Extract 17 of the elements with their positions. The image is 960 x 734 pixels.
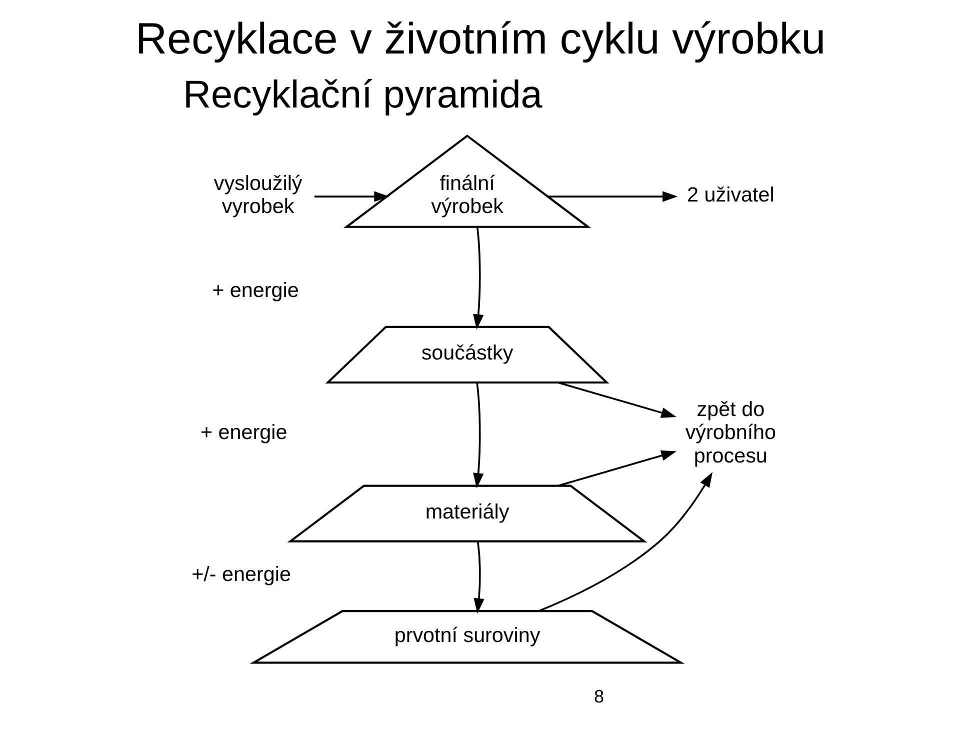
arrow xyxy=(472,382,484,488)
node-text: vysloužilý vyrobek xyxy=(213,172,302,218)
node-text: zpět do výrobního procesu xyxy=(684,398,776,468)
arrow xyxy=(558,382,676,418)
node-text: 2 uživatel xyxy=(686,183,774,206)
label: + energie xyxy=(200,421,287,444)
label: 8 xyxy=(593,686,604,706)
arrow xyxy=(472,227,484,330)
label: +/- energie xyxy=(191,563,290,586)
arrow xyxy=(473,542,484,614)
label: Recyklační pyramida xyxy=(182,73,542,116)
arrow xyxy=(557,450,676,487)
diagram-title: Recyklace v životním cyklu výrobku xyxy=(134,14,826,64)
arrow xyxy=(548,191,678,202)
arrow xyxy=(314,191,389,202)
label: + energie xyxy=(212,279,298,302)
arrow xyxy=(538,472,712,612)
